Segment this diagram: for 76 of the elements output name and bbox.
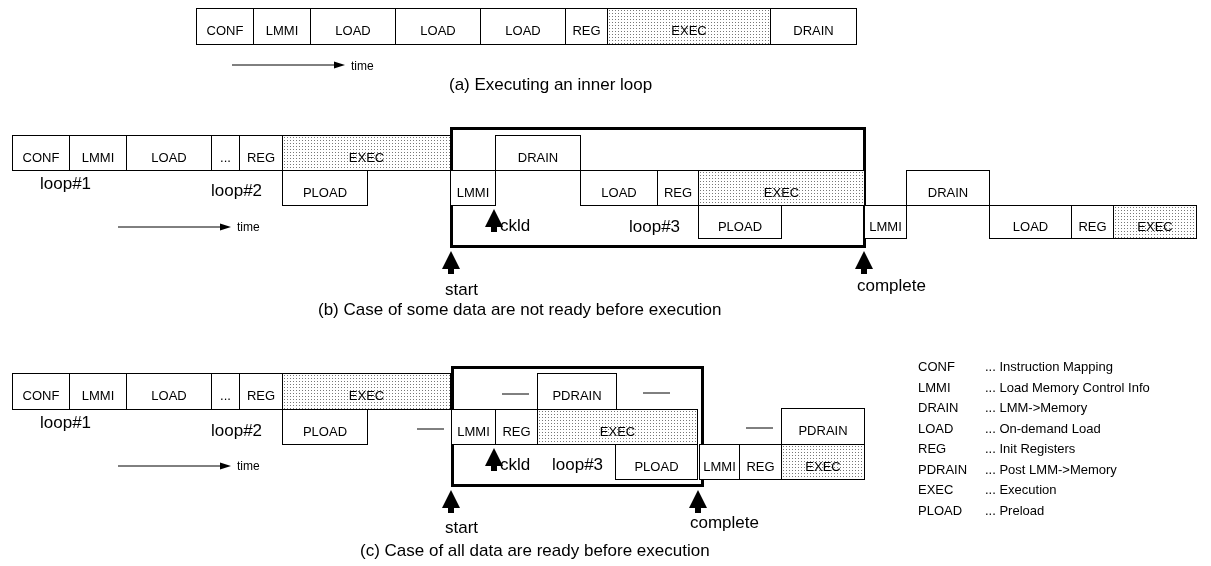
phase-block: CONF	[12, 135, 70, 171]
annotation-text: loop#3	[552, 454, 604, 476]
annotation-text: time	[237, 220, 260, 235]
phase-block: PLOAD	[698, 205, 782, 239]
phase-block: REG	[239, 135, 283, 171]
legend-term: EXEC	[918, 482, 954, 499]
legend-term: LMMI	[918, 380, 951, 397]
legend-description: ... Instruction Mapping	[985, 359, 1113, 376]
caption: (b) Case of some data are not ready before execution	[318, 299, 722, 321]
phase-block: PLOAD	[615, 444, 698, 480]
phase-block: PLOAD	[282, 170, 368, 206]
phase-block: REG	[495, 409, 538, 445]
phase-block: LMMI	[699, 444, 740, 480]
annotation-text: loop#1	[40, 173, 92, 195]
annotation-text: loop#2	[211, 180, 263, 202]
phase-block: LMMI	[450, 170, 496, 206]
phase-block: LMMI	[451, 409, 496, 445]
annotation-text: time	[351, 59, 374, 74]
legend-description: ... Post LMM->Memory	[985, 462, 1117, 479]
phase-block: PDRAIN	[537, 373, 617, 410]
phase-block: DRAIN	[770, 8, 857, 45]
phase-block: CONF	[12, 373, 70, 410]
shaded-phase-block: EXEC	[537, 409, 698, 445]
annotation-text: loop#2	[211, 420, 263, 442]
legend-description: ... Preload	[985, 503, 1045, 520]
phase-block: DRAIN	[906, 170, 990, 206]
phase-block: REG	[739, 444, 782, 480]
legend-description: ... LMM->Memory	[985, 400, 1088, 417]
phase-block: CONF	[196, 8, 254, 45]
legend-term: REG	[918, 441, 947, 458]
shaded-phase-block: EXEC	[282, 373, 451, 410]
phase-block: DRAIN	[495, 135, 581, 171]
annotation-text: time	[237, 459, 260, 474]
legend-term: CONF	[918, 359, 955, 376]
shaded-phase-block: EXEC	[607, 8, 771, 45]
annotation-text: start	[445, 517, 479, 539]
phase-block: LOAD	[310, 8, 396, 45]
phase-block: PLOAD	[282, 409, 368, 445]
phase-block: PDRAIN	[781, 408, 865, 445]
annotation-text: complete	[857, 275, 926, 297]
phase-block: REG	[565, 8, 608, 45]
legend-term: PDRAIN	[918, 462, 968, 479]
caption: (a) Executing an inner loop	[449, 74, 653, 96]
shaded-phase-block: EXEC	[781, 444, 865, 480]
legend-term: PLOAD	[918, 503, 963, 520]
legend-description: ... Load Memory Control Info	[985, 380, 1150, 397]
caption: (c) Case of all data are ready before execution	[360, 540, 710, 562]
phase-block: LMMI	[69, 135, 127, 171]
phase-block: LOAD	[395, 8, 481, 45]
phase-block: REG	[239, 373, 283, 410]
phase-block: REG	[1071, 205, 1114, 239]
shaded-phase-block: EXEC	[1113, 205, 1197, 239]
phase-block: LOAD	[989, 205, 1072, 239]
annotation-text: start	[445, 279, 479, 301]
phase-block: LOAD	[480, 8, 566, 45]
annotation-text: complete	[690, 512, 759, 534]
legend-description: ... On-demand Load	[985, 421, 1101, 438]
legend-term: DRAIN	[918, 400, 959, 417]
phase-block: LMMI	[864, 205, 907, 239]
annotation-text: loop#3	[629, 216, 681, 238]
phase-block: ...	[211, 135, 240, 171]
phase-block: REG	[657, 170, 699, 206]
phase-block: LOAD	[126, 373, 212, 410]
legend-term: LOAD	[918, 421, 954, 438]
legend-description: ... Execution	[985, 482, 1057, 499]
phase-block: LMMI	[69, 373, 127, 410]
phase-block: LOAD	[580, 170, 658, 206]
shaded-phase-block: EXEC	[698, 170, 865, 206]
phase-block: ...	[211, 373, 240, 410]
shaded-phase-block: EXEC	[282, 135, 451, 171]
phase-block: LOAD	[126, 135, 212, 171]
annotation-text: loop#1	[40, 412, 92, 434]
annotation-text: ckld	[500, 215, 531, 237]
phase-block: LMMI	[253, 8, 311, 45]
annotation-text: ckld	[500, 454, 531, 476]
legend-description: ... Init Registers	[985, 441, 1076, 458]
